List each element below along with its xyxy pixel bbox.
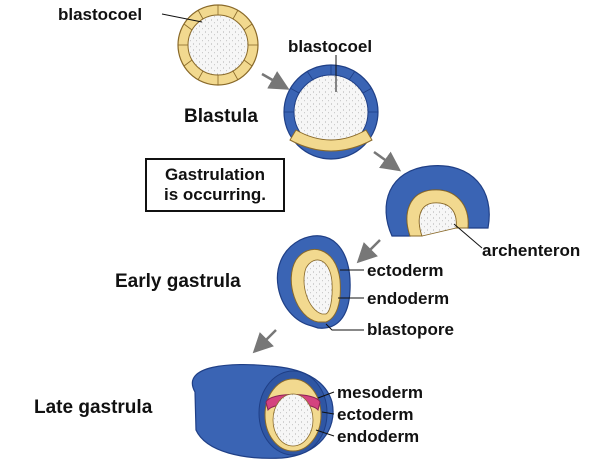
ectoderm-label-early: ectoderm <box>367 261 444 280</box>
archenteron-label: archenteron <box>482 241 581 260</box>
invaginating-embryo <box>385 165 490 249</box>
early-gastrula-embryo <box>276 235 364 331</box>
note-line-2: is occurring. <box>163 185 267 204</box>
blastopore-label: blastopore <box>367 320 454 339</box>
ectoderm-label-late: ectoderm <box>337 405 414 424</box>
arrow-4 <box>252 329 277 354</box>
late-gastrula-embryo <box>191 363 335 459</box>
early-gastrula-label: Early gastrula <box>115 271 241 292</box>
early-blastula-sphere <box>161 4 259 86</box>
endoderm-label-late: endoderm <box>337 427 420 446</box>
endoderm-label-early: endoderm <box>367 289 450 308</box>
arrow-2 <box>373 150 402 172</box>
gastrulation-note-box: Gastrulation is occurring. <box>145 158 285 212</box>
arrow-3 <box>356 239 381 264</box>
blastocoel-label-blastula: blastocoel <box>288 37 373 56</box>
blastula-sphere <box>283 55 379 160</box>
blastocoel-label-top: blastocoel <box>58 5 143 24</box>
late-gastrula-label: Late gastrula <box>34 397 153 418</box>
mesoderm-label: mesoderm <box>337 383 423 402</box>
blastula-label: Blastula <box>184 106 258 127</box>
note-line-1: Gastrulation <box>164 165 266 184</box>
arrow-1 <box>261 71 290 90</box>
